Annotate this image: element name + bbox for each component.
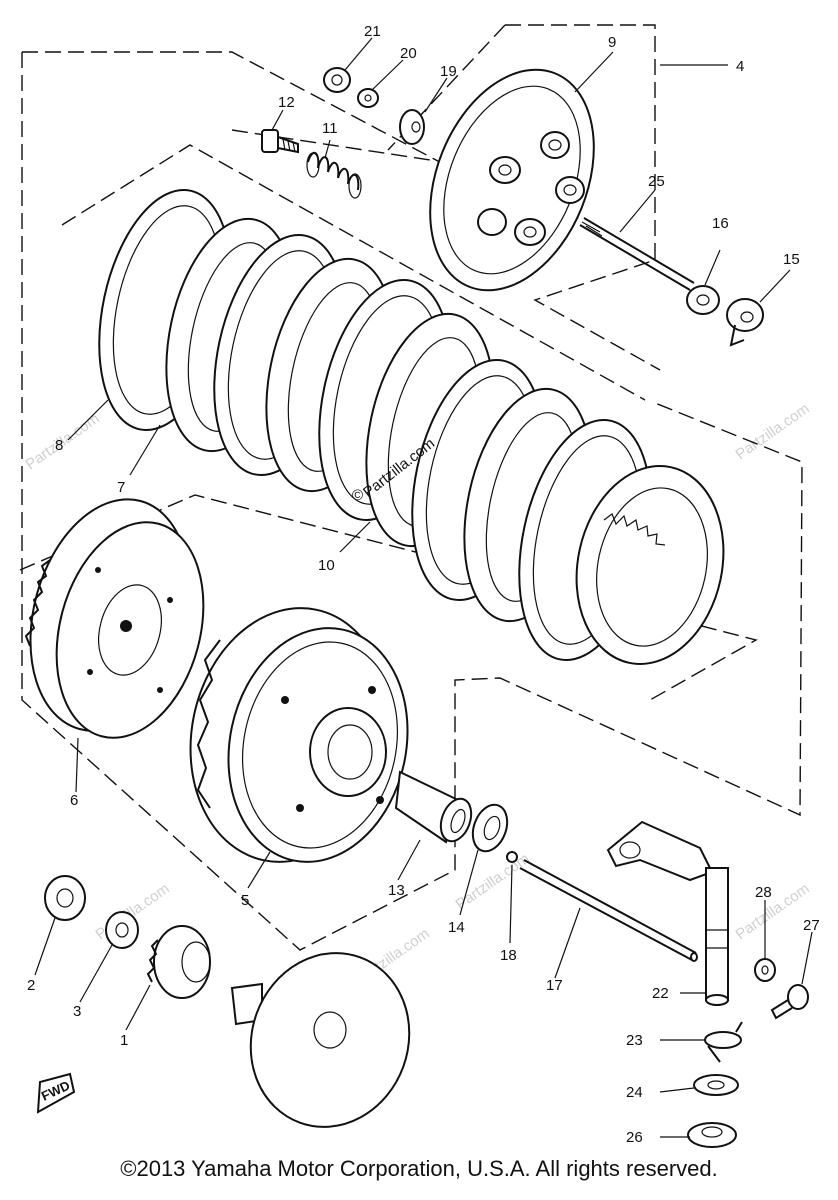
clutch-plate-stack <box>98 188 725 665</box>
callout-4: 4 <box>736 58 744 75</box>
callout-11: 11 <box>322 120 338 137</box>
part-13-sleeve <box>394 770 473 844</box>
callout-25: 25 <box>648 173 665 190</box>
callout-12: 12 <box>278 94 295 111</box>
leader-lines <box>34 37 813 1138</box>
callout-13: 13 <box>388 882 405 899</box>
callout-22: 22 <box>652 985 669 1002</box>
part-21-nut <box>323 67 351 93</box>
part-23-spring <box>704 1021 743 1063</box>
part-2-nut <box>44 875 86 921</box>
callout-7: 7 <box>117 479 125 496</box>
callout-16: 16 <box>712 215 729 232</box>
watermark-symbol: © <box>352 487 363 504</box>
part-1-primary-drive-gear <box>146 925 211 999</box>
part-11-spring <box>306 152 362 199</box>
callout-17: 17 <box>546 977 563 994</box>
watermark-text: Partzilla.com <box>733 400 813 463</box>
callout-8: 8 <box>55 437 63 454</box>
callout-1: 1 <box>120 1032 128 1049</box>
part-15-lock-washer <box>726 298 764 347</box>
part-28-washer <box>754 958 776 982</box>
part-20-washer <box>357 88 379 108</box>
callout-19: 19 <box>440 63 457 80</box>
fwd-direction-arrow: FWD <box>36 1072 76 1114</box>
callout-20: 20 <box>400 45 417 62</box>
part-14-washer <box>471 803 509 853</box>
part-9-pressure-plate <box>429 68 595 292</box>
callout-23: 23 <box>626 1032 643 1049</box>
watermark-text: Partzilla.com <box>733 880 813 943</box>
callout-3: 3 <box>73 1003 81 1020</box>
part-12-bolt <box>261 129 299 154</box>
callout-27: 27 <box>803 917 820 934</box>
crankshaft-flywheel <box>230 952 411 1128</box>
part-17-push-rod <box>519 859 698 962</box>
callout-9: 9 <box>608 34 616 51</box>
callout-15: 15 <box>783 251 800 268</box>
callout-28: 28 <box>755 884 772 901</box>
part-3-washer <box>105 911 139 949</box>
callout-2: 2 <box>27 977 35 994</box>
callout-24: 24 <box>626 1084 643 1101</box>
part-6-clutch-boss <box>24 498 205 739</box>
callout-labels: 1 2 3 4 5 6 7 8 9 10 11 12 13 14 15 16 1… <box>27 23 820 1146</box>
part-19-spacer <box>399 109 425 145</box>
callout-5: 5 <box>241 892 249 909</box>
callout-6: 6 <box>70 792 78 809</box>
part-18-ball <box>506 851 518 863</box>
part-5-clutch-housing <box>189 607 409 863</box>
part-25-push-rod <box>579 217 695 291</box>
callout-14: 14 <box>448 919 465 936</box>
callout-21: 21 <box>364 23 381 40</box>
part-22-push-lever-shaft <box>606 820 729 1006</box>
part-26-oil-seal <box>687 1122 737 1148</box>
clutch-plate <box>575 465 725 665</box>
part-27-screw <box>770 984 809 1020</box>
callout-26: 26 <box>626 1129 643 1146</box>
clutch-exploded-diagram: Partzilla.com Partzilla.com Partzilla.co… <box>19 23 820 1148</box>
callout-10: 10 <box>318 557 335 574</box>
part-16-nut <box>686 285 720 315</box>
callout-18: 18 <box>500 947 517 964</box>
part-24-washer <box>693 1074 739 1096</box>
watermark-text: Partzilla.com <box>453 850 533 913</box>
copyright-notice: ©2013 Yamaha Motor Corporation, U.S.A. A… <box>120 1156 718 1181</box>
